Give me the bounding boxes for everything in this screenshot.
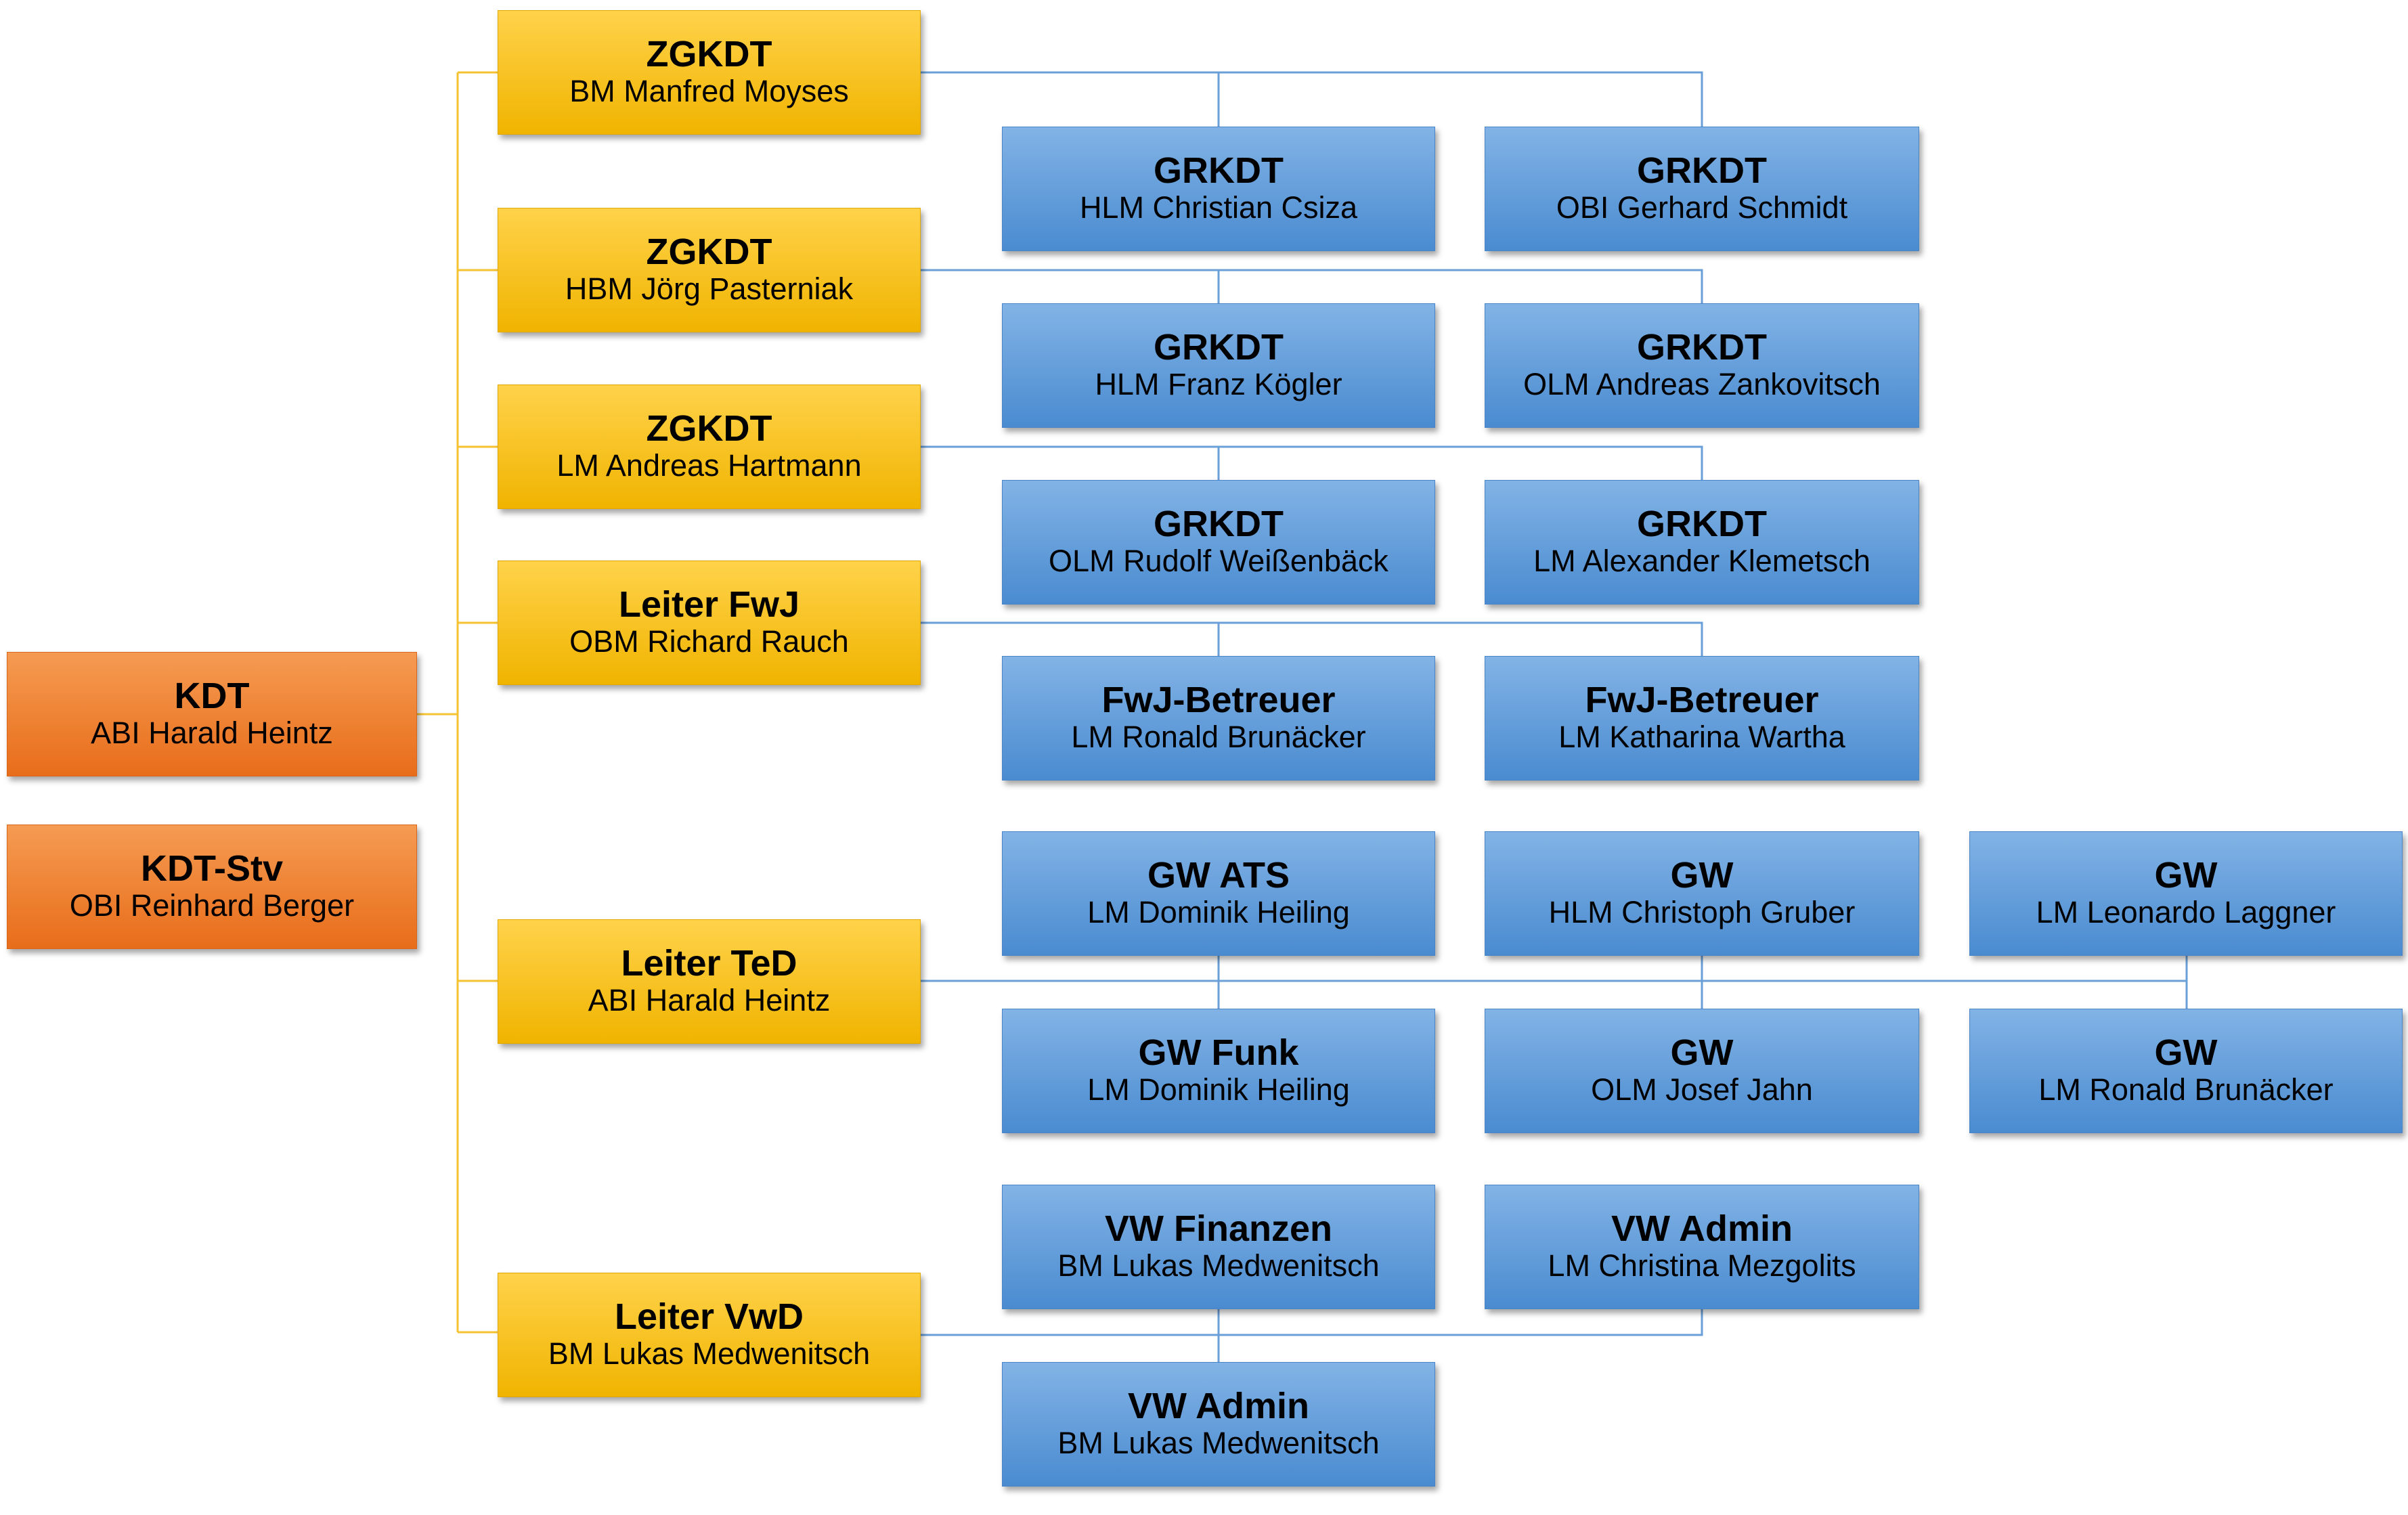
box-person: HLM Franz Kögler (1095, 367, 1342, 401)
connector-vwd (921, 1309, 1703, 1336)
box-title: Leiter FwJ (618, 584, 800, 625)
box-title: GRKDT (1154, 504, 1284, 544)
box-person: OLM Andreas Zankovitsch (1523, 367, 1881, 401)
box-person: HLM Christian Csiza (1079, 190, 1358, 225)
box-person: HBM Jörg Pasterniak (565, 271, 854, 306)
box-title: GRKDT (1637, 150, 1767, 191)
box-person: BM Manfred Moyses (569, 74, 849, 108)
box-person: OLM Josef Jahn (1591, 1072, 1813, 1107)
box-title: Leiter TeD (621, 943, 797, 984)
box-title: VW Admin (1128, 1386, 1309, 1426)
box-person: BM Lukas Medwenitsch (1057, 1426, 1380, 1460)
box-title: VW Finanzen (1105, 1208, 1332, 1249)
box-person: LM Dominik Heiling (1087, 895, 1350, 929)
box-title: GW (2154, 855, 2218, 896)
box-person: BM Lukas Medwenitsch (1057, 1248, 1380, 1283)
connector-zgkdt-3 (921, 445, 1703, 480)
box-zgkdt-1: ZGKDT BM Manfred Moyses (498, 10, 921, 135)
box-title: FwJ-Betreuer (1585, 680, 1819, 720)
box-unit-8: FwJ-Betreuer LM Katharina Wartha (1485, 656, 1919, 781)
box-title: ZGKDT (646, 34, 772, 74)
box-unit-7: FwJ-Betreuer LM Ronald Brunäcker (1002, 656, 1435, 781)
box-title: GRKDT (1154, 327, 1284, 368)
box-title: KDT (174, 676, 250, 716)
box-person: ABI Harald Heintz (588, 983, 831, 1017)
box-unit-5: GRKDT OLM Rudolf Weißenbäck (1002, 480, 1435, 605)
box-title: GW Funk (1138, 1032, 1299, 1073)
box-title: KDT-Stv (140, 848, 283, 889)
box-unit-2: GRKDT OBI Gerhard Schmidt (1485, 127, 1919, 251)
box-unit-14: GW LM Ronald Brunäcker (1969, 1009, 2403, 1133)
box-title: GW (2154, 1032, 2218, 1073)
box-title: GRKDT (1637, 327, 1767, 368)
box-person: BM Lukas Medwenitsch (548, 1336, 871, 1371)
box-title: VW Admin (1611, 1208, 1793, 1249)
connector-fwj (921, 621, 1703, 656)
box-person: OBM Richard Rauch (569, 624, 849, 659)
box-person: LM Ronald Brunäcker (1071, 720, 1366, 754)
box-kdt-stv: KDT-Stv OBI Reinhard Berger (7, 825, 417, 949)
box-title: GW (1670, 855, 1734, 896)
box-unit-11: GW LM Leonardo Laggner (1969, 831, 2403, 956)
box-person: LM Andreas Hartmann (556, 448, 862, 483)
box-unit-4: GRKDT OLM Andreas Zankovitsch (1485, 303, 1919, 428)
box-unit-10: GW HLM Christoph Gruber (1485, 831, 1919, 956)
box-unit-9: GW ATS LM Dominik Heiling (1002, 831, 1435, 956)
box-person: HLM Christoph Gruber (1548, 895, 1856, 929)
box-unit-12: GW Funk LM Dominik Heiling (1002, 1009, 1435, 1133)
box-person: LM Dominik Heiling (1087, 1072, 1350, 1107)
box-person: LM Christina Mezgolits (1548, 1248, 1856, 1283)
box-unit-15: VW Finanzen BM Lukas Medwenitsch (1002, 1185, 1435, 1309)
box-title: GRKDT (1637, 504, 1767, 544)
box-person: OLM Rudolf Weißenbäck (1049, 544, 1388, 578)
box-unit-13: GW OLM Josef Jahn (1485, 1009, 1919, 1133)
box-person: LM Ronald Brunäcker (2038, 1072, 2334, 1107)
box-title: GW ATS (1147, 855, 1290, 896)
box-unit-1: GRKDT HLM Christian Csiza (1002, 127, 1435, 251)
box-person: LM Alexander Klemetsch (1533, 544, 1870, 578)
box-person: LM Leonardo Laggner (2036, 895, 2336, 929)
box-leiter-ted: Leiter TeD ABI Harald Heintz (498, 919, 921, 1044)
box-kdt: KDT ABI Harald Heintz (7, 652, 417, 776)
box-unit-6: GRKDT LM Alexander Klemetsch (1485, 480, 1919, 605)
box-title: Leiter VwD (614, 1296, 804, 1337)
connector-zgkdt-2 (921, 269, 1703, 303)
box-unit-3: GRKDT HLM Franz Kögler (1002, 303, 1435, 428)
box-title: ZGKDT (646, 408, 772, 449)
box-leiter-vwd: Leiter VwD BM Lukas Medwenitsch (498, 1273, 921, 1397)
box-title: FwJ-Betreuer (1101, 680, 1336, 720)
box-unit-17: VW Admin BM Lukas Medwenitsch (1002, 1362, 1435, 1487)
box-person: OBI Gerhard Schmidt (1556, 190, 1848, 225)
box-title: ZGKDT (646, 232, 772, 272)
connector-zgkdt-1 (921, 71, 1703, 127)
box-unit-16: VW Admin LM Christina Mezgolits (1485, 1185, 1919, 1309)
box-title: GW (1670, 1032, 1734, 1073)
box-person: OBI Reinhard Berger (69, 888, 355, 923)
box-person: LM Katharina Wartha (1558, 720, 1845, 754)
box-zgkdt-3: ZGKDT LM Andreas Hartmann (498, 385, 921, 509)
box-leiter-fwj: Leiter FwJ OBM Richard Rauch (498, 561, 921, 685)
box-title: GRKDT (1154, 150, 1284, 191)
box-zgkdt-2: ZGKDT HBM Jörg Pasterniak (498, 208, 921, 332)
box-person: ABI Harald Heintz (91, 716, 333, 750)
